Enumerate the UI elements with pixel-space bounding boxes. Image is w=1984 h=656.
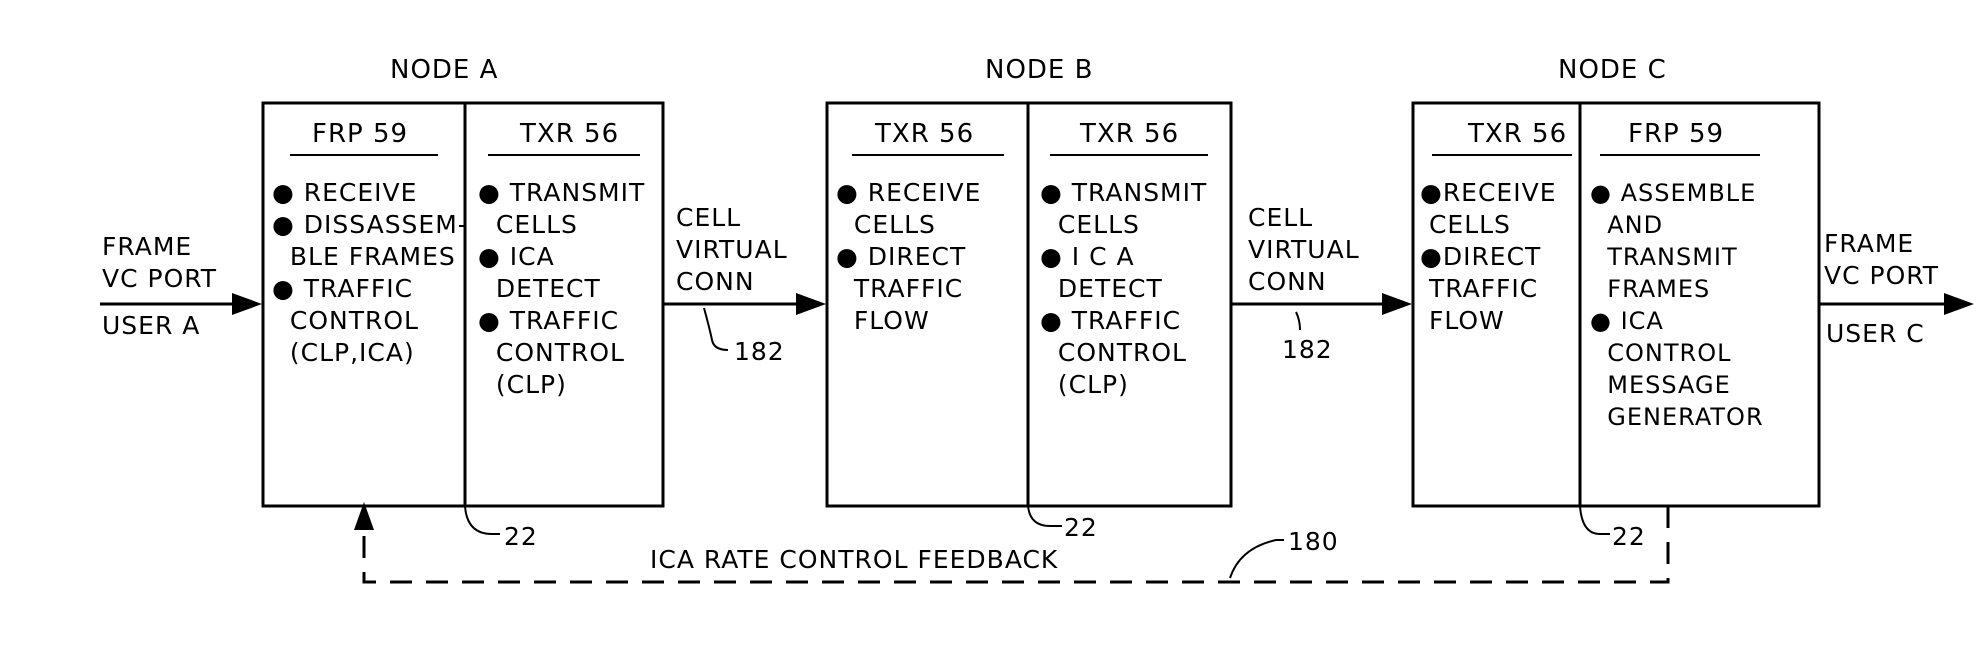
node-b-right-line: CELLS (1040, 210, 1140, 239)
node-c-label: NODE C (1558, 55, 1667, 85)
user-c-arrowhead (1944, 293, 1974, 315)
node-c-box (1413, 103, 1819, 506)
link-a-b-line: VIRTUAL (676, 235, 788, 264)
node-a-label: NODE A (390, 55, 498, 85)
feedback-label: ICA RATE CONTROL FEEDBACK (650, 545, 1058, 574)
node-c-ref: 22 (1612, 522, 1646, 551)
node-a-right-lines: ● TRANSMIT CELLS ● ICA DETECT ● TRAFFIC … (478, 178, 645, 399)
user-a-label: USER A (102, 311, 200, 340)
node-c-left-header: TXR 56 (1467, 119, 1567, 149)
link-a-b-arrowhead (796, 293, 826, 315)
link-b-c-line: CONN (1248, 267, 1327, 296)
node-b-right-line: (CLP) (1040, 370, 1129, 399)
user-a-vcport-label: VC PORT (102, 264, 217, 293)
link-a-b: CELL VIRTUAL CONN 182 (663, 203, 826, 366)
node-b-right-line: ● I C A (1040, 242, 1135, 271)
node-b-left-line: TRAFFIC (836, 274, 963, 303)
link-a-b-ref: 182 (734, 337, 785, 366)
link-b-c: CELL VIRTUAL CONN 182 (1231, 203, 1412, 364)
user-c-label: USER C (1826, 319, 1925, 348)
link-b-c-arrowhead (1382, 293, 1412, 315)
node-a-right-line: ● TRANSMIT (478, 178, 645, 207)
node-a-left-line: ● DISSASSEM- (272, 210, 468, 239)
node-b-left-line: CELLS (836, 210, 936, 239)
node-a-right-line: DETECT (478, 274, 601, 303)
node-a-right-line: ● ICA (478, 242, 555, 271)
node-c-ref-leader (1580, 506, 1610, 534)
node-b-right-header: TXR 56 (1079, 119, 1179, 149)
node-a-right-line: CELLS (478, 210, 578, 239)
node-c-right-line: FRAMES (1590, 275, 1710, 303)
node-c-right-line: GENERATOR (1590, 403, 1764, 431)
node-b-right-line: ● TRAFFIC (1040, 306, 1181, 335)
node-b-left-header: TXR 56 (874, 119, 974, 149)
node-c-left-lines: ●RECEIVE CELLS ●DIRECT TRAFFIC FLOW (1420, 178, 1557, 335)
node-a-ref-leader (465, 506, 500, 534)
feedback-loop: ICA RATE CONTROL FEEDBACK 180 (354, 502, 1668, 582)
node-a-right-line: CONTROL (478, 338, 625, 367)
node-c-left-line: FLOW (1420, 306, 1505, 335)
node-b-left-line: FLOW (836, 306, 930, 335)
node-c-right-line: CONTROL (1590, 339, 1731, 367)
node-b-left-line: ● DIRECT (836, 242, 966, 271)
link-a-b-ref-leader (704, 308, 728, 350)
node-c-left-line: CELLS (1420, 210, 1511, 239)
user-a-port: FRAME VC PORT USER A (100, 232, 262, 340)
node-b-ref-leader (1028, 506, 1062, 526)
link-a-b-line: CELL (676, 203, 741, 232)
user-a-arrowhead (232, 293, 262, 315)
node-a-left-lines: ● RECEIVE ● DISSASSEM- BLE FRAMES ● TRAF… (272, 178, 468, 367)
node-b-right-line: DETECT (1040, 274, 1163, 303)
node-b-label: NODE B (985, 55, 1093, 85)
user-c-vcport-label: VC PORT (1824, 261, 1939, 290)
user-a-frame-label: FRAME (102, 232, 192, 261)
node-a-left-header: FRP 59 (312, 119, 408, 149)
node-a: NODE A FRP 59 TXR 56 ● RECEIVE ● DISSASS… (263, 55, 663, 551)
node-c-right-line: TRANSMIT (1590, 243, 1738, 271)
node-c-right-line: ● ICA (1590, 307, 1664, 335)
node-a-left-line: (CLP,ICA) (272, 338, 415, 367)
node-a-right-line: ● TRAFFIC (478, 306, 619, 335)
link-a-b-line: CONN (676, 267, 755, 296)
node-b-ref: 22 (1064, 513, 1098, 542)
node-c-right-line: AND (1590, 211, 1663, 239)
node-c-right-line: MESSAGE (1590, 371, 1731, 399)
node-c-left-line: ●RECEIVE (1420, 178, 1557, 207)
link-b-c-ref-leader (1296, 312, 1300, 330)
feedback-ref: 180 (1288, 527, 1339, 556)
node-a-right-header: TXR 56 (519, 119, 619, 149)
node-c-left-line: TRAFFIC (1420, 274, 1538, 303)
link-b-c-line: VIRTUAL (1248, 235, 1360, 264)
node-a-right-line: (CLP) (478, 370, 567, 399)
link-b-c-ref: 182 (1282, 335, 1333, 364)
user-c-port: FRAME VC PORT USER C (1819, 229, 1974, 348)
node-c-left-line: ●DIRECT (1420, 242, 1541, 271)
node-b-right-line: ● TRANSMIT (1040, 178, 1207, 207)
node-a-left-line: ● TRAFFIC (272, 274, 413, 303)
node-b-left-line: ● RECEIVE (836, 178, 981, 207)
node-c-right-header: FRP 59 (1628, 119, 1724, 149)
node-c: NODE C TXR 56 FRP 59 ●RECEIVE CELLS ●DIR… (1413, 55, 1819, 551)
user-c-frame-label: FRAME (1824, 229, 1914, 258)
node-a-left-line: CONTROL (272, 306, 419, 335)
node-b-right-line: CONTROL (1040, 338, 1187, 367)
node-a-box (263, 103, 663, 506)
node-c-right-lines: ● ASSEMBLE AND TRANSMIT FRAMES ● ICA CON… (1590, 179, 1764, 431)
node-b-left-lines: ● RECEIVE CELLS ● DIRECT TRAFFIC FLOW (836, 178, 981, 335)
node-b-right-lines: ● TRANSMIT CELLS ● I C A DETECT ● TRAFFI… (1040, 178, 1207, 399)
node-a-left-line: BLE FRAMES (272, 242, 456, 271)
node-c-right-line: ● ASSEMBLE (1590, 179, 1756, 207)
link-b-c-line: CELL (1248, 203, 1313, 232)
feedback-ref-leader (1230, 540, 1284, 578)
node-b: NODE B TXR 56 TXR 56 ● RECEIVE CELLS ● D… (827, 55, 1231, 542)
node-a-ref: 22 (504, 522, 538, 551)
node-a-left-line: ● RECEIVE (272, 178, 417, 207)
